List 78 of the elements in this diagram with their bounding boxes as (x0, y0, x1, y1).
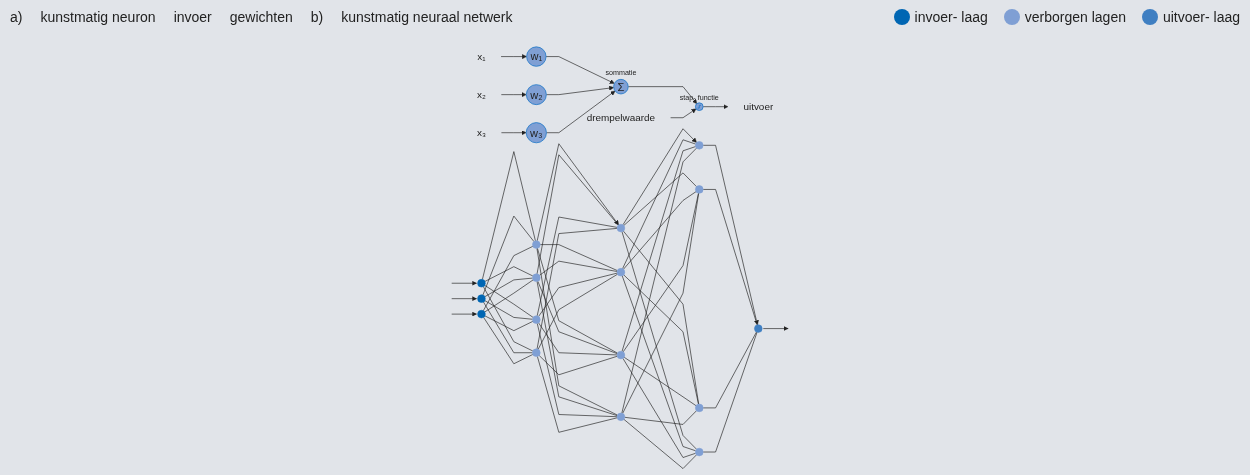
connector-line (621, 145, 696, 352)
connector-line (537, 247, 618, 354)
connector-line (624, 409, 697, 425)
neuron-circle (695, 447, 704, 456)
connector-line (536, 280, 618, 416)
neuron-circle (616, 412, 625, 421)
connector-line (702, 188, 758, 325)
connector-line (484, 299, 533, 320)
connector-line (622, 138, 696, 269)
connector-line (484, 315, 534, 331)
neuron-circle (532, 315, 541, 324)
connector-line (484, 265, 534, 282)
connector-line (484, 284, 534, 318)
neuron-circle (695, 403, 704, 412)
neuron-circle (532, 239, 541, 249)
panel-label: b) (310, 9, 324, 25)
connector-line (536, 227, 618, 349)
connector-line (622, 357, 696, 458)
connector-line (538, 322, 618, 355)
connector-line (484, 279, 534, 312)
connector-line (702, 331, 757, 408)
legend-text: invoer- laag (914, 9, 988, 25)
connector-line (623, 356, 697, 406)
connector-line (536, 216, 618, 316)
connector-line (536, 355, 618, 433)
connector-line (481, 150, 536, 280)
input-neuron (477, 309, 486, 318)
connector-line (622, 230, 699, 404)
panel-label: kunstmatig neuraal netwerk (341, 9, 513, 25)
panel-label: gewichten (229, 9, 293, 25)
panel-label: a) (10, 9, 23, 25)
neuron-circle (532, 273, 541, 282)
legend-text: verborgen lagen (1024, 9, 1126, 25)
connector-line (621, 147, 697, 413)
neuron-circle: w₂ (525, 83, 547, 105)
text-label: x₃ (476, 126, 486, 138)
connector-line (482, 285, 534, 351)
connector-line (536, 153, 619, 274)
text-label: x₁ (477, 50, 486, 62)
connector-line (483, 301, 533, 353)
panel-label: kunstmatig neuron (40, 9, 156, 25)
neuron-circle (616, 223, 625, 232)
neuron-circle (694, 101, 704, 111)
connector-line (538, 272, 618, 317)
input-neuron (477, 294, 486, 303)
text-label: uitvoer (743, 100, 774, 112)
connector-line (622, 192, 699, 414)
neuron-circle: Σ (613, 78, 629, 94)
connector-line (538, 354, 618, 375)
connector-line (623, 274, 699, 404)
connector-line (702, 331, 758, 452)
connector-line (536, 247, 618, 415)
connector-line (482, 245, 534, 311)
legend-text: uitvoer- laag (1162, 9, 1240, 25)
connector-line (621, 275, 696, 451)
connector-line (623, 418, 697, 469)
connector-line (483, 316, 534, 364)
neuron-circle (695, 184, 704, 194)
neuron-circle (695, 140, 704, 149)
connector-line (621, 230, 697, 450)
input-neuron (477, 278, 486, 287)
connector-line (539, 260, 618, 276)
connector-line (623, 172, 697, 226)
text-label: drempelwaarde (586, 111, 656, 123)
connector-line (622, 192, 699, 352)
neuron-circle: w₃ (525, 121, 547, 143)
neuron-circle (616, 350, 625, 359)
neuron-circle: w₁ (526, 45, 547, 67)
connector-line (484, 277, 533, 297)
connector-line (623, 190, 697, 270)
connector-line (539, 243, 618, 271)
neuron-circle (532, 348, 541, 357)
connector-line (482, 215, 535, 295)
text-label: x₂ (476, 88, 486, 100)
panel-label: invoer (173, 9, 212, 25)
neuron-circle (616, 267, 625, 276)
output-neuron (754, 323, 763, 333)
connector-line (536, 322, 618, 417)
